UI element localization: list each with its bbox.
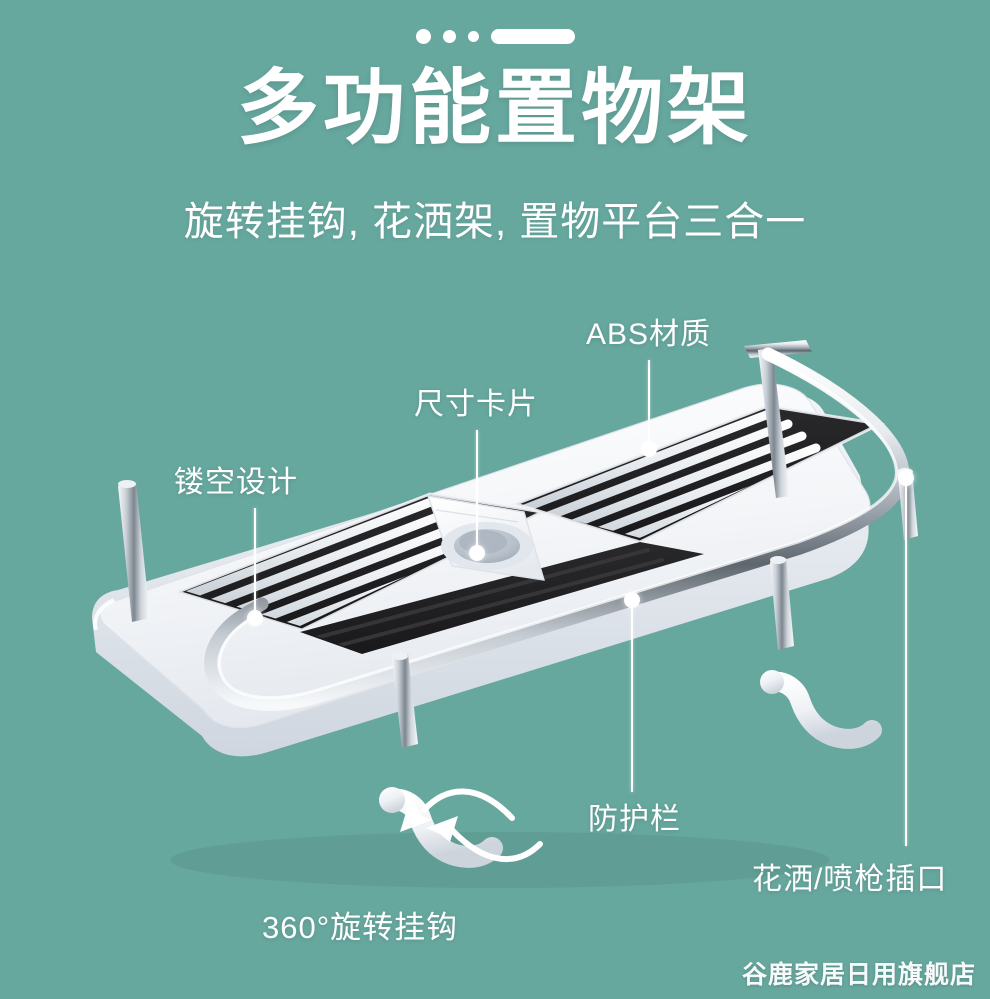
body-corner-highlight (93, 598, 115, 631)
guard-rail (118, 340, 918, 748)
callout-hollow-design: 镂空设计 (174, 466, 298, 499)
header-decoration (0, 27, 990, 45)
leader-dot-shower-port (898, 470, 914, 486)
decoration-dot-medium (442, 29, 456, 43)
decoration-dot-small (467, 30, 479, 42)
rail-post-mid-right (770, 558, 794, 650)
callout-guard-rail: 防护栏 (588, 803, 681, 836)
rotation-arrowheads (400, 806, 458, 842)
leader-line-shower-port (905, 478, 907, 846)
rotation-arrow-group (421, 788, 543, 863)
decoration-bar (490, 28, 575, 44)
decoration-dot-large (415, 28, 431, 44)
guard-rail-post-right-rear (758, 348, 790, 498)
leader-dot-size-card (469, 545, 485, 561)
rail-post-left (118, 482, 150, 622)
callout-size-card: 尺寸卡片 (414, 388, 538, 421)
shop-watermark: 谷鹿家居日用旗舰店 (741, 961, 976, 989)
leader-line-size-card (476, 430, 478, 550)
guard-rail-posts (118, 468, 918, 748)
leader-line-hollow-design (254, 508, 256, 616)
page-title: 多功能置物架 (236, 63, 753, 154)
size-card-module (426, 495, 545, 581)
rail-post-right (898, 470, 918, 540)
leader-dot-guard-rail (624, 592, 640, 608)
callout-shower-port: 花洒/喷枪插口 (752, 863, 948, 896)
callout-rotating-hook: 360°旋转挂钩 (262, 910, 459, 945)
page-subtitle: 旋转挂钩, 花洒架, 置物平台三合一 (183, 200, 807, 244)
product-illustration (92, 340, 918, 888)
leader-dot-abs-material (641, 441, 657, 457)
callout-abs-material: ABS材质 (586, 318, 712, 351)
rail-post-mid-left (392, 654, 418, 748)
grate-panel-front (300, 542, 704, 654)
rotating-hook-right (760, 670, 882, 749)
leader-line-guard-rail (631, 600, 633, 792)
guard-rail-bar (204, 347, 910, 711)
leader-dot-hollow-design (247, 610, 263, 626)
leader-line-abs-material (648, 360, 650, 448)
